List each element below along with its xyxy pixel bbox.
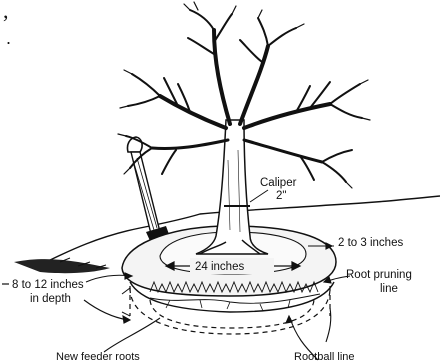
feeder-roots-label: New feeder roots (56, 351, 140, 363)
depth-label-line: in depth (30, 293, 71, 305)
rootball-line-label: Rootball line (294, 351, 355, 363)
caliper-value: 2" (276, 190, 286, 202)
depth-range-label: 2 to 3 inches (338, 237, 403, 249)
caliper-label: Caliper (260, 177, 297, 189)
root-pruning-label-line: line (380, 283, 398, 295)
root-pruning-label: Root pruning (346, 269, 412, 281)
depth-label: 8 to 12 inches (12, 279, 84, 291)
edge-dot-top: . (6, 28, 11, 48)
width-label: 24 inches (195, 261, 244, 273)
edge-comma: , (3, 0, 9, 23)
caliper-leader (250, 190, 268, 202)
